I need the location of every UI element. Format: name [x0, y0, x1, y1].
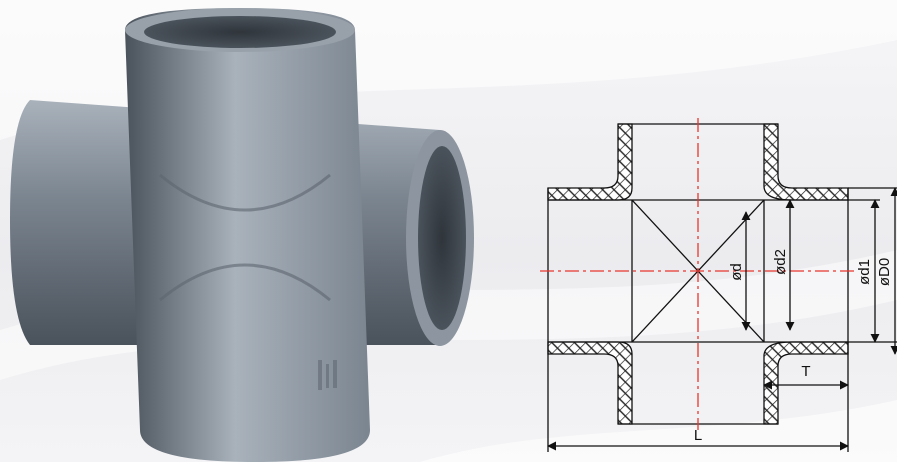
label-overall-diameter: øD0 [876, 258, 893, 286]
wall-section-hatching [547, 123, 849, 425]
label-socket-depth: T [801, 363, 810, 380]
cross-vertical-arm [125, 8, 370, 462]
top-socket-bore [144, 16, 336, 48]
label-overall-length: L [694, 427, 702, 444]
molded-marking [318, 360, 337, 390]
dimension-lines [547, 187, 897, 452]
label-outer-diameter: ød1 [856, 259, 873, 285]
centerlines [540, 118, 858, 430]
label-inner-diameter: ød [728, 263, 745, 281]
right-socket-bore [418, 146, 466, 330]
label-socket-diameter: ød2 [772, 249, 789, 275]
